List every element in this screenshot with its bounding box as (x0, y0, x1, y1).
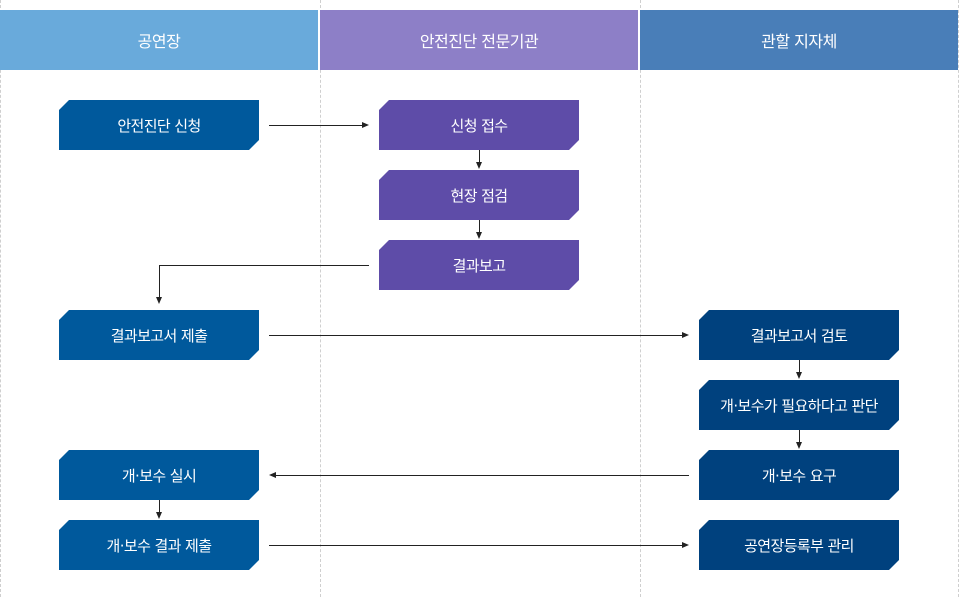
arrow-left-icon (269, 472, 276, 478)
arrow-down-icon (156, 297, 162, 304)
step-agency-inspect: 현장 점검 (379, 170, 579, 220)
arrow-down-icon (156, 512, 162, 519)
arrow-line (479, 150, 480, 162)
lane-header-government: 관할 지자체 (640, 10, 958, 70)
arrow-line (269, 545, 682, 546)
step-gov-registry: 공연장등록부 관리 (699, 520, 899, 570)
step-venue-submit-repair: 개·보수 결과 제출 (59, 520, 259, 570)
arrow-down-icon (796, 442, 802, 449)
step-gov-review: 결과보고서 검토 (699, 310, 899, 360)
step-gov-request: 개·보수 요구 (699, 450, 899, 500)
arrow-line (276, 475, 689, 476)
arrow-line (799, 360, 800, 372)
lane-divider (0, 0, 1, 597)
arrow-down-icon (796, 372, 802, 379)
arrow-line (269, 335, 682, 336)
step-agency-report: 결과보고 (379, 240, 579, 290)
step-venue-submit-report: 결과보고서 제출 (59, 310, 259, 360)
step-venue-apply: 안전진단 신청 (59, 100, 259, 150)
arrow-down-icon (476, 162, 482, 169)
arrow-right-icon (682, 332, 689, 338)
arrow-right-icon (682, 542, 689, 548)
arrow-line (269, 125, 362, 126)
step-venue-repair: 개·보수 실시 (59, 450, 259, 500)
arrow-line (159, 265, 160, 297)
arrow-down-icon (476, 232, 482, 239)
step-gov-judge: 개·보수가 필요하다고 판단 (699, 380, 899, 430)
lane-header-agency: 안전진단 전문기관 (320, 10, 638, 70)
arrow-line (159, 265, 369, 266)
arrow-line (159, 500, 160, 512)
lane-header-venue: 공연장 (0, 10, 318, 70)
step-agency-receive: 신청 접수 (379, 100, 579, 150)
lane-divider (640, 0, 641, 597)
arrow-line (799, 430, 800, 442)
arrow-line (479, 220, 480, 232)
arrow-right-icon (362, 122, 369, 128)
lane-divider (958, 0, 959, 597)
lane-divider (320, 0, 321, 597)
